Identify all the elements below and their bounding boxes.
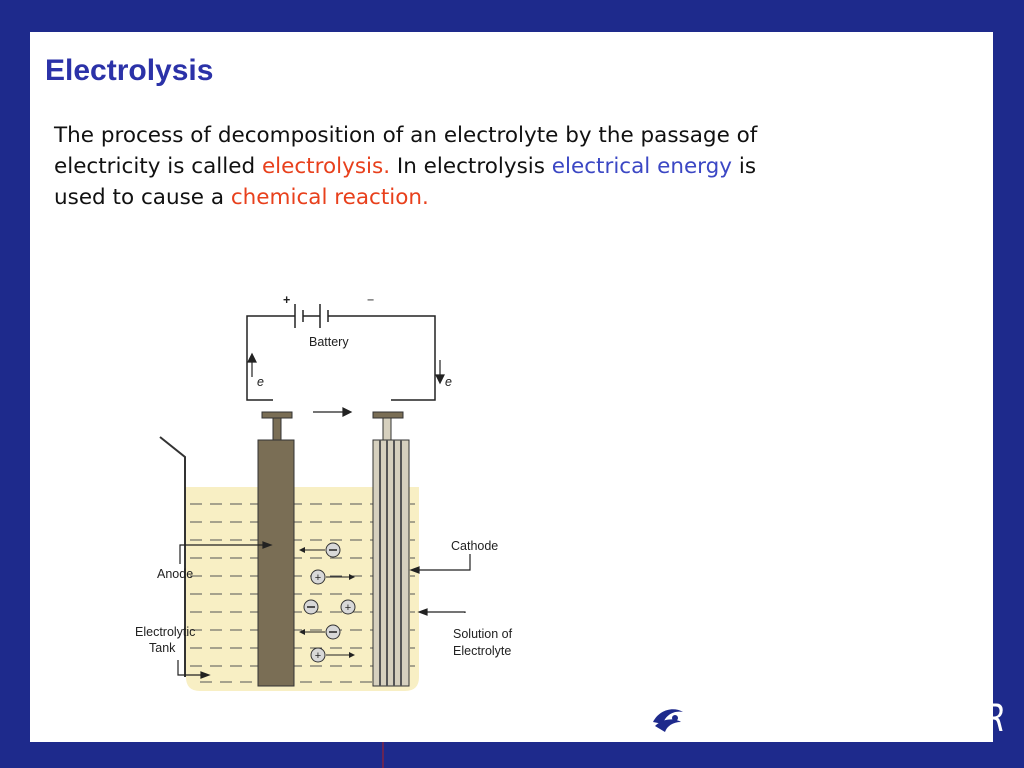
brand-name: CAREER LAUNCHER	[701, 696, 1007, 740]
cation: +	[310, 647, 355, 663]
solution-label-line2: Electrolyte	[453, 644, 511, 658]
wire-left	[246, 315, 290, 390]
cation: +	[340, 599, 356, 615]
body-text-part3b: is used to cause a	[54, 154, 757, 210]
battery-label: Battery	[309, 335, 349, 349]
solution-label-line1: Solution of	[453, 627, 513, 641]
battery-plus-label: +	[283, 293, 290, 307]
svg-text:+: +	[315, 650, 321, 662]
cathode-cap	[372, 411, 404, 419]
battery-minus-label: −	[367, 293, 374, 307]
anion	[299, 542, 341, 558]
cathode-electrode	[372, 439, 410, 687]
electron-label-right: e	[445, 375, 452, 389]
cation: +	[310, 569, 355, 585]
tank-label-line1: Electrolytic	[135, 625, 195, 639]
term-chemical-reaction: chemical reaction.	[230, 185, 429, 210]
anion	[299, 624, 341, 640]
slide-body: The process of decomposition of an elect…	[54, 120, 774, 213]
electron-label-left: e	[257, 375, 264, 389]
cathode-label: Cathode	[451, 539, 498, 553]
svg-text:+: +	[315, 572, 321, 584]
body-text-part1: The process of decomposition of an elect…	[54, 123, 758, 179]
slide-title: Electrolysis	[45, 54, 214, 87]
career-launcher-logo: CAREER LAUNCHER	[645, 690, 1024, 746]
electrolyte-solution	[186, 487, 419, 691]
anode-cap	[261, 411, 293, 419]
slide-canvas: Electrolysis The process of decompositio…	[30, 32, 993, 742]
anion	[303, 599, 319, 615]
career-launcher-emblem-icon	[647, 698, 687, 738]
electrolysis-diagram: + − Battery e e	[135, 293, 513, 691]
svg-text:+: +	[345, 602, 351, 614]
battery-icon	[290, 304, 350, 328]
label-pointers	[177, 541, 471, 679]
ions: + + +	[299, 542, 356, 663]
anode-electrode	[257, 439, 295, 687]
electrolytic-tank	[159, 436, 186, 677]
wire-right	[350, 315, 436, 387]
electron-flow-arrows	[247, 352, 445, 417]
term-electrolysis: electrolysis.	[261, 154, 391, 179]
body-text-part2: In electrolysis	[390, 154, 552, 179]
anode-label: Anode	[157, 567, 193, 581]
tank-label-line2: Tank	[149, 641, 176, 655]
term-electrical-energy: electrical energy	[551, 154, 733, 179]
